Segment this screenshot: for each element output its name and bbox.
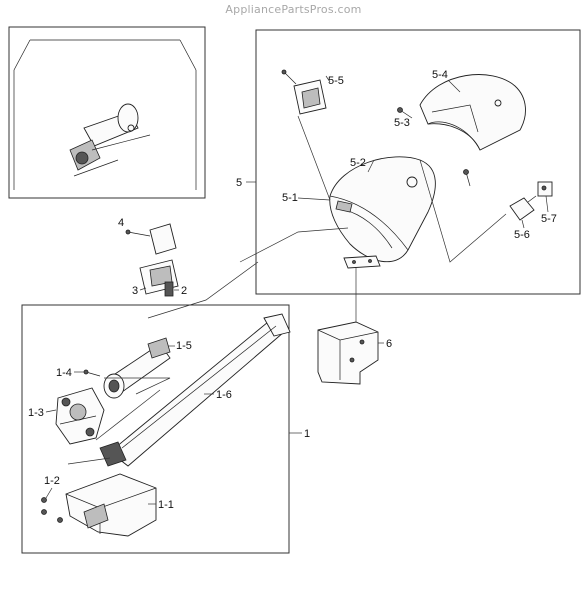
callout-1-5: 1-5 (176, 340, 192, 352)
callout-5-3: 5-3 (394, 117, 410, 129)
callout-1-2: 1-2 (44, 475, 60, 487)
part-2-igniter (164, 281, 174, 297)
callout-2: 2 (181, 285, 187, 297)
callout-1: 1 (304, 428, 310, 440)
callout-4: 4 (118, 217, 124, 229)
overview-thumbnail (13, 39, 197, 190)
assembly-5-frame (255, 29, 581, 295)
callout-1-4: 1-4 (56, 367, 72, 379)
callout-5: 5 (236, 177, 242, 189)
gas-valve-group (41, 261, 291, 537)
loose-parts-group (125, 223, 179, 297)
callout-5-5: 5-5 (328, 75, 344, 87)
part-4-bracket (149, 223, 177, 255)
callout-1-6: 1-6 (216, 389, 232, 401)
callout-6: 6 (386, 338, 392, 350)
callout-5-7: 5-7 (541, 213, 557, 225)
callout-labels: 5 5-5 5-4 5-3 5-2 5-1 5-7 5-6 4 3 2 6 1-… (28, 69, 557, 511)
part-1-1-valve-bracket (65, 473, 157, 537)
callout-5-6: 5-6 (514, 229, 530, 241)
callout-1-1: 1-1 (158, 499, 174, 511)
callout-5-4: 5-4 (432, 69, 448, 81)
assembly-1-frame (21, 304, 290, 554)
part-5-4-cover (419, 74, 526, 151)
burner-housing-group (239, 69, 553, 269)
overview-frame (8, 26, 206, 199)
part-6-mounting-bracket (317, 268, 379, 385)
part-5-6-sensor (509, 197, 535, 221)
callout-5-2: 5-2 (350, 157, 366, 169)
callout-3: 3 (132, 285, 138, 297)
callout-5-1: 5-1 (282, 192, 298, 204)
watermark-text: AppliancePartsPros.com (225, 3, 362, 16)
callout-1-3: 1-3 (28, 407, 44, 419)
part-1-2-screw (41, 497, 47, 503)
